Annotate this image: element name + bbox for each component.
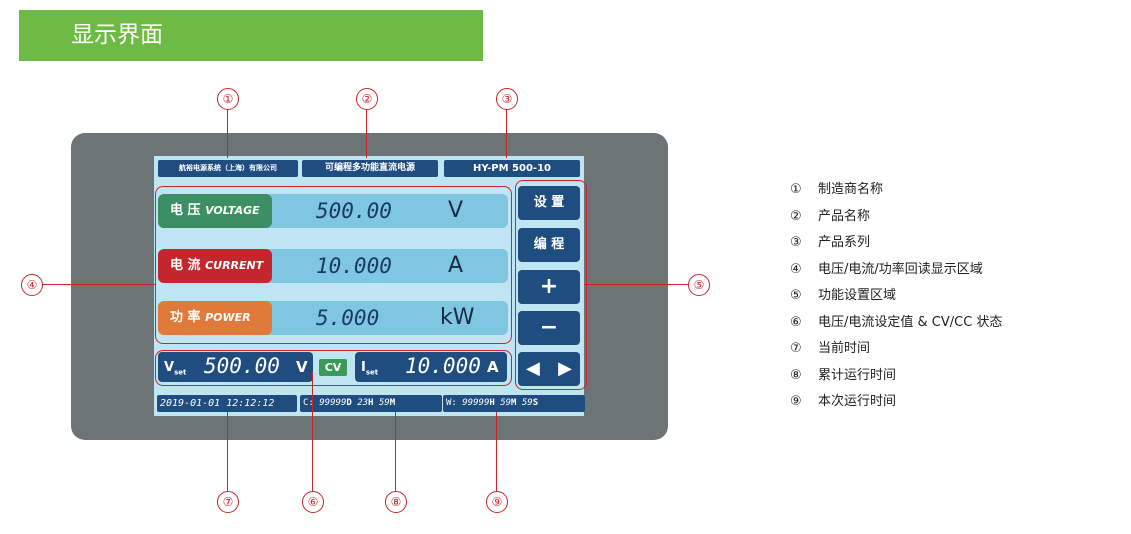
product-series-label: HY-PM 500-10 <box>444 160 580 177</box>
callout-7: ⑦ <box>217 491 239 513</box>
program-button[interactable]: 编 程 <box>518 228 580 262</box>
section-header: 显示界面 <box>19 10 483 61</box>
iset-box: Iset 10.000 A <box>355 352 507 382</box>
function-area-outline <box>515 180 587 390</box>
current-value: 10.000 <box>316 254 392 278</box>
cv-status-badge: CV <box>319 359 347 376</box>
callout-line-9 <box>496 412 497 491</box>
callout-1: ① <box>217 88 239 110</box>
session-runtime: W: 99999H 59M 59S <box>443 395 585 412</box>
vset-box: Vset 500.00 V <box>158 352 313 382</box>
current-label: 电 流 CURRENT <box>158 249 272 283</box>
callout-8: ⑧ <box>385 491 407 513</box>
iset-label: Iset <box>361 360 379 377</box>
callout-line-8 <box>395 412 396 491</box>
callout-line-6 <box>312 372 313 491</box>
iset-unit: A <box>487 358 499 376</box>
callout-line-7 <box>227 412 228 491</box>
power-label: 功 率 POWER <box>158 301 272 335</box>
callout-9: ⑨ <box>486 491 508 513</box>
voltage-unit: V <box>448 198 464 223</box>
voltage-row: 电 压 VOLTAGE 500.00 V <box>158 194 508 228</box>
power-row: 功 率 POWER 5.000 kW <box>158 301 508 335</box>
manufacturer-label: 航裕电源系统（上海）有限公司 <box>158 160 298 177</box>
vset-value: 500.00 <box>204 354 280 378</box>
right-arrow-icon[interactable]: ▶ <box>558 358 572 379</box>
voltage-label-en: VOLTAGE <box>205 204 260 217</box>
callout-4: ④ <box>21 274 43 296</box>
power-label-cn: 功 率 <box>170 310 201 325</box>
setpoint-area-outline <box>155 350 512 386</box>
callout-3: ③ <box>496 88 518 110</box>
power-unit: kW <box>440 305 475 330</box>
voltage-label-cn: 电 压 <box>170 203 201 218</box>
plus-button[interactable]: + <box>518 270 580 304</box>
callout-line-3 <box>506 109 507 158</box>
section-title: 显示界面 <box>71 22 163 48</box>
current-row: 电 流 CURRENT 10.000 A <box>158 249 508 283</box>
cumulative-runtime: C: 99999D 23H 59M <box>300 395 442 412</box>
voltage-value: 500.00 <box>316 199 392 223</box>
callout-2: ② <box>356 88 378 110</box>
power-value: 5.000 <box>316 306 380 330</box>
vset-unit: V <box>296 358 308 376</box>
current-time: 2019-01-01 12:12:12 <box>157 395 297 412</box>
left-arrow-icon[interactable]: ◀ <box>526 358 540 379</box>
current-label-cn: 电 流 <box>170 258 201 273</box>
callout-line-5 <box>584 284 688 285</box>
readout-area-outline <box>155 186 512 344</box>
minus-button[interactable]: − <box>518 311 580 345</box>
arrow-buttons: ◀ ▶ <box>518 352 580 386</box>
product-name-label: 可编程多功能直流电源 <box>302 160 438 177</box>
callout-5: ⑤ <box>688 274 710 296</box>
iset-value: 10.000 <box>405 354 481 378</box>
vset-label: Vset <box>164 360 187 377</box>
settings-button[interactable]: 设 置 <box>518 186 580 220</box>
current-unit: A <box>448 253 464 278</box>
voltage-label: 电 压 VOLTAGE <box>158 194 272 228</box>
callout-line-4 <box>41 284 156 285</box>
callout-line-2 <box>366 109 367 158</box>
current-label-en: CURRENT <box>205 259 264 272</box>
power-label-en: POWER <box>205 311 251 324</box>
callout-line-1 <box>227 109 228 158</box>
callout-6: ⑥ <box>302 491 324 513</box>
